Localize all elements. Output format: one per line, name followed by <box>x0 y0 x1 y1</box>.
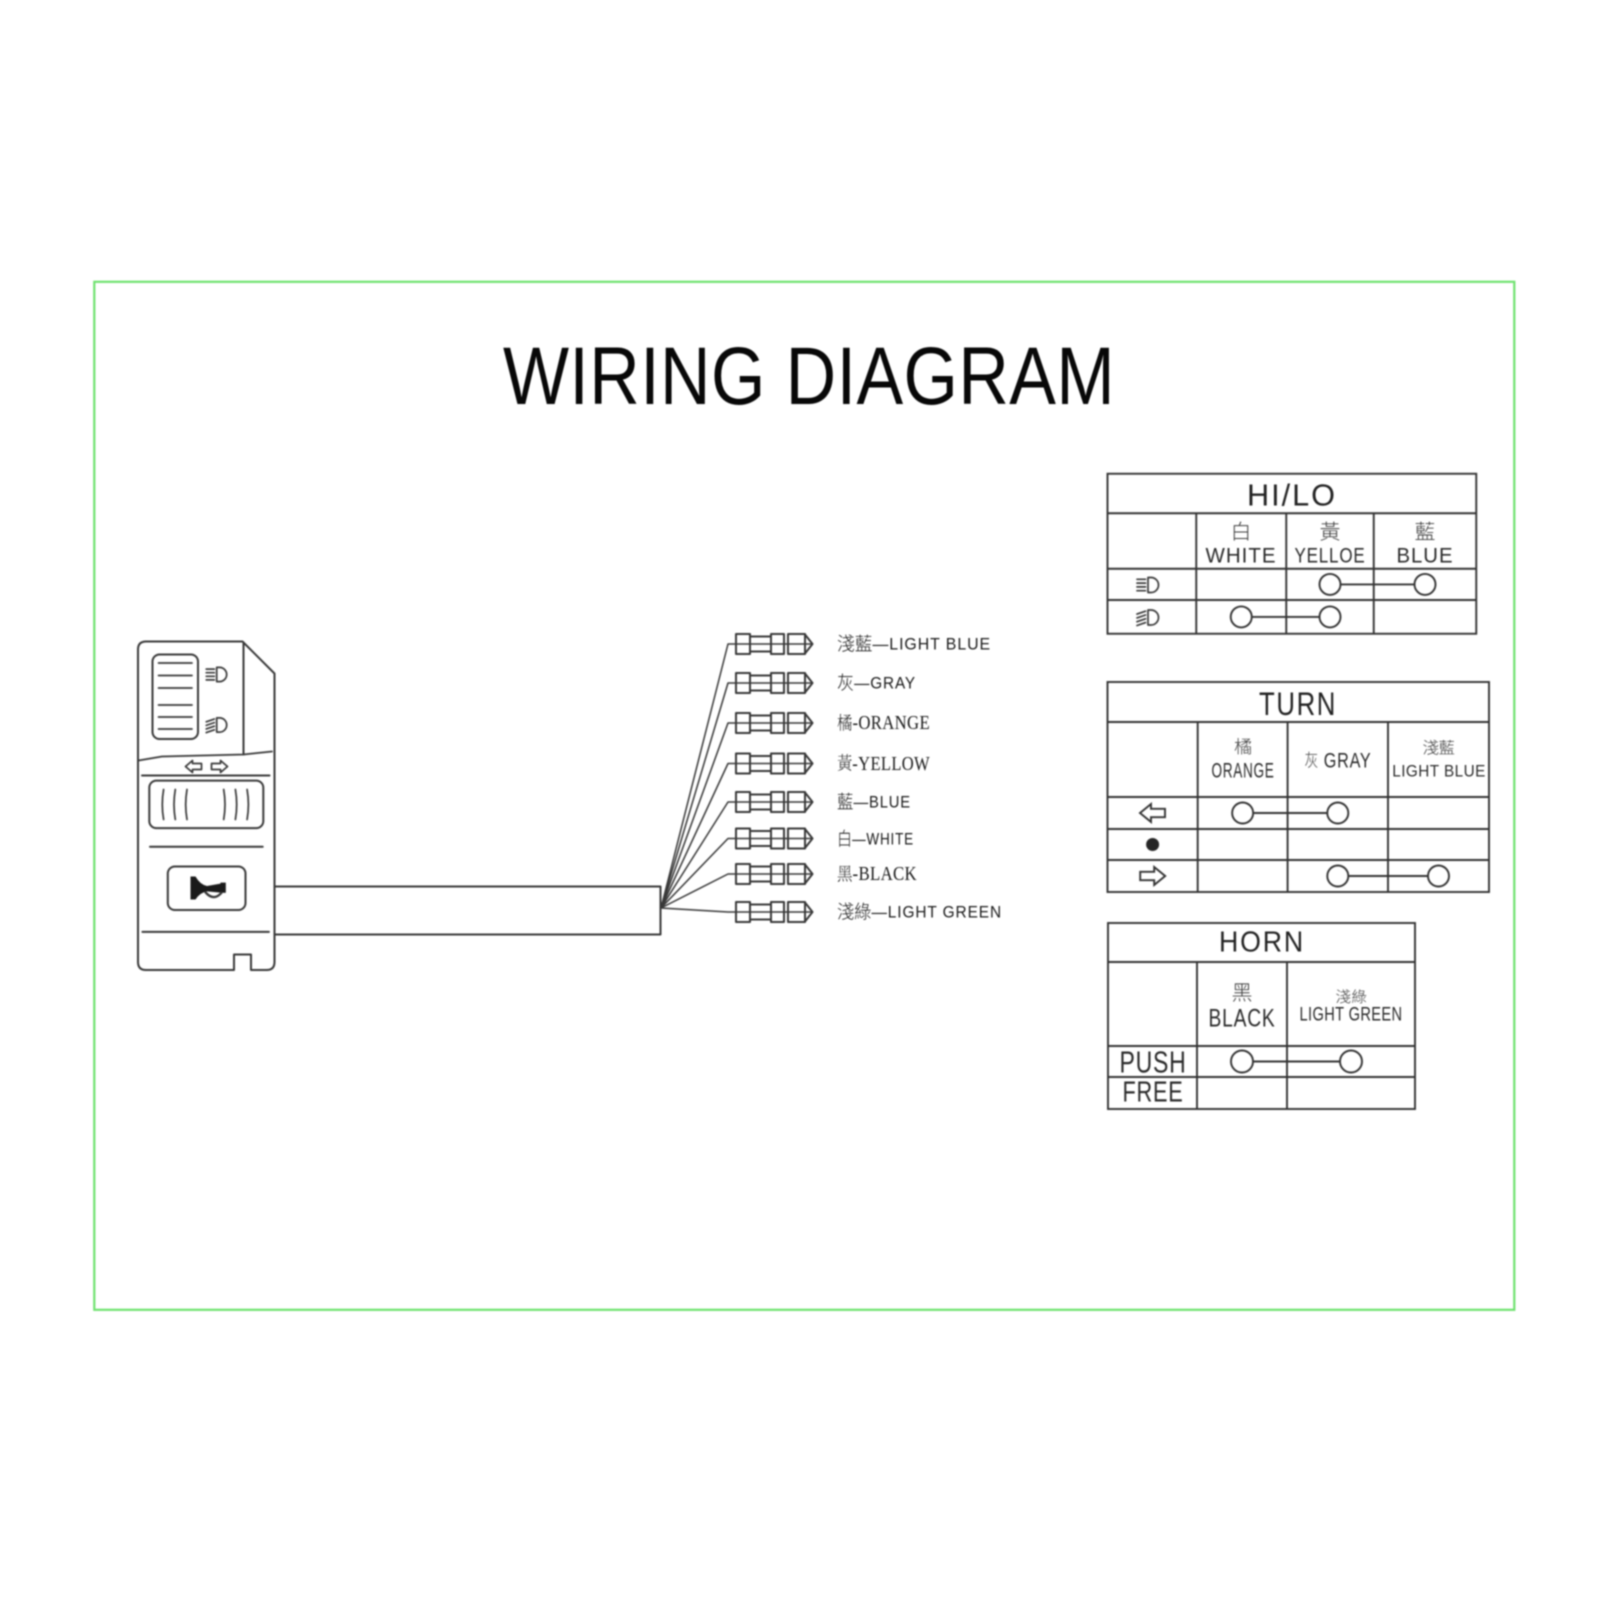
cable <box>273 885 662 936</box>
turn-col-header: LIGHT BLUE <box>1391 761 1486 781</box>
turn-col-header-cjk <box>1422 739 1455 756</box>
cjk-glyph <box>837 713 852 731</box>
turn-left-arrow-icon <box>184 759 203 774</box>
hilo-col-header: BLUE <box>1396 544 1454 568</box>
wire-label: —GRAY <box>837 673 916 693</box>
wire-terminal <box>735 827 814 850</box>
horn-icon <box>190 876 226 900</box>
cjk-glyph <box>1439 739 1455 754</box>
wire-label: —BLUE <box>837 792 911 812</box>
horn-table-grid <box>1107 922 1416 1110</box>
switch-body <box>137 640 276 971</box>
cjk-glyph <box>855 634 872 652</box>
cjk-glyph <box>1422 739 1438 755</box>
cjk-glyph <box>837 865 852 882</box>
hilo-table-title: HI/LO <box>1246 477 1338 513</box>
hilo-hi-bridge <box>1318 572 1437 596</box>
wire-terminal <box>735 901 814 923</box>
horn-row-label-free: FREE <box>1122 1076 1183 1109</box>
page-title: WIRING DIAGRAM <box>502 331 1116 422</box>
turn-right-bridge <box>1326 864 1450 888</box>
cjk-glyph <box>1320 521 1340 541</box>
hilo-col-header-cjk <box>1231 521 1252 542</box>
hilo-slider[interactable] <box>151 653 199 740</box>
horn-table-title: HORN <box>1218 926 1305 959</box>
cjk-glyph <box>837 902 854 920</box>
connection-tables <box>1106 472 1490 1110</box>
wire-label: -BLACK <box>837 864 917 884</box>
switch-fold-line <box>137 750 273 762</box>
wire-terminal <box>735 752 814 775</box>
turn-center-dot-icon <box>1146 838 1160 851</box>
hilo-col-header: WHITE <box>1205 544 1277 568</box>
hilo-col-header-cjk <box>1320 521 1341 542</box>
horn-col-header: LIGHT GREEN <box>1299 1004 1403 1025</box>
turn-col-header: ORANGE <box>1211 759 1275 783</box>
cjk-glyph <box>1304 751 1318 768</box>
cjk-glyph <box>839 829 850 847</box>
turn-col-header-latin: GRAY <box>1323 749 1372 772</box>
horn-col-header-cjk <box>1232 983 1253 1004</box>
hilo-high-beam-icon <box>1136 576 1160 594</box>
horn-col-header: BLACK <box>1208 1004 1276 1033</box>
cjk-glyph <box>837 634 855 652</box>
turn-col-header-cjk <box>1304 751 1318 770</box>
cjk-glyph <box>1336 989 1351 1004</box>
wire-label: —LIGHT BLUE <box>837 634 991 654</box>
turn-slider[interactable] <box>148 779 265 830</box>
horn-button[interactable] <box>166 865 247 911</box>
cjk-glyph <box>1415 521 1435 540</box>
wire-label: —WHITE <box>837 829 914 848</box>
turn-col-header: GRAY <box>1304 750 1371 771</box>
wire-label: -ORANGE <box>837 713 930 733</box>
turn-slider-ribs <box>161 788 250 821</box>
turn-table-title: TURN <box>1258 685 1338 722</box>
wire-terminal <box>735 633 814 655</box>
page-border <box>93 280 1516 1311</box>
turn-right-arrow-icon <box>1139 864 1167 888</box>
wire-terminal <box>735 863 814 885</box>
cjk-glyph <box>1234 521 1249 541</box>
cjk-glyph <box>1234 737 1251 754</box>
turn-right-arrow-icon <box>210 759 229 774</box>
cjk-glyph <box>1232 983 1252 1002</box>
horn-col-header-cjk <box>1336 989 1367 1005</box>
cjk-glyph <box>837 754 852 772</box>
wire-terminals <box>735 633 814 923</box>
cjk-glyph <box>837 792 853 810</box>
cjk-glyph <box>1351 989 1366 1004</box>
wire-terminal <box>735 712 814 734</box>
hilo-table-grid <box>1106 472 1478 635</box>
horn-row-label-push: PUSH <box>1118 1044 1187 1080</box>
turn-left-bridge <box>1231 801 1350 825</box>
cjk-glyph <box>854 902 871 920</box>
hilo-col-header-cjk <box>1415 521 1436 542</box>
horn-push-bridge <box>1230 1049 1363 1074</box>
high-beam-icon <box>205 666 228 683</box>
wire-label: —LIGHT GREEN <box>837 902 1002 922</box>
wire-terminal <box>735 791 814 813</box>
turn-table-grid <box>1106 681 1490 893</box>
turn-col-header-cjk <box>1234 737 1252 756</box>
hilo-low-beam-icon <box>1136 609 1160 627</box>
wire-label: -YELLOW <box>837 754 930 774</box>
hilo-col-header: YELLOE <box>1294 544 1366 568</box>
wire-terminal <box>735 672 814 694</box>
switch-unit <box>137 640 276 971</box>
low-beam-icon <box>205 717 228 734</box>
turn-left-arrow-icon <box>1138 801 1166 825</box>
cjk-glyph <box>837 673 853 691</box>
hilo-lo-bridge <box>1229 605 1342 629</box>
